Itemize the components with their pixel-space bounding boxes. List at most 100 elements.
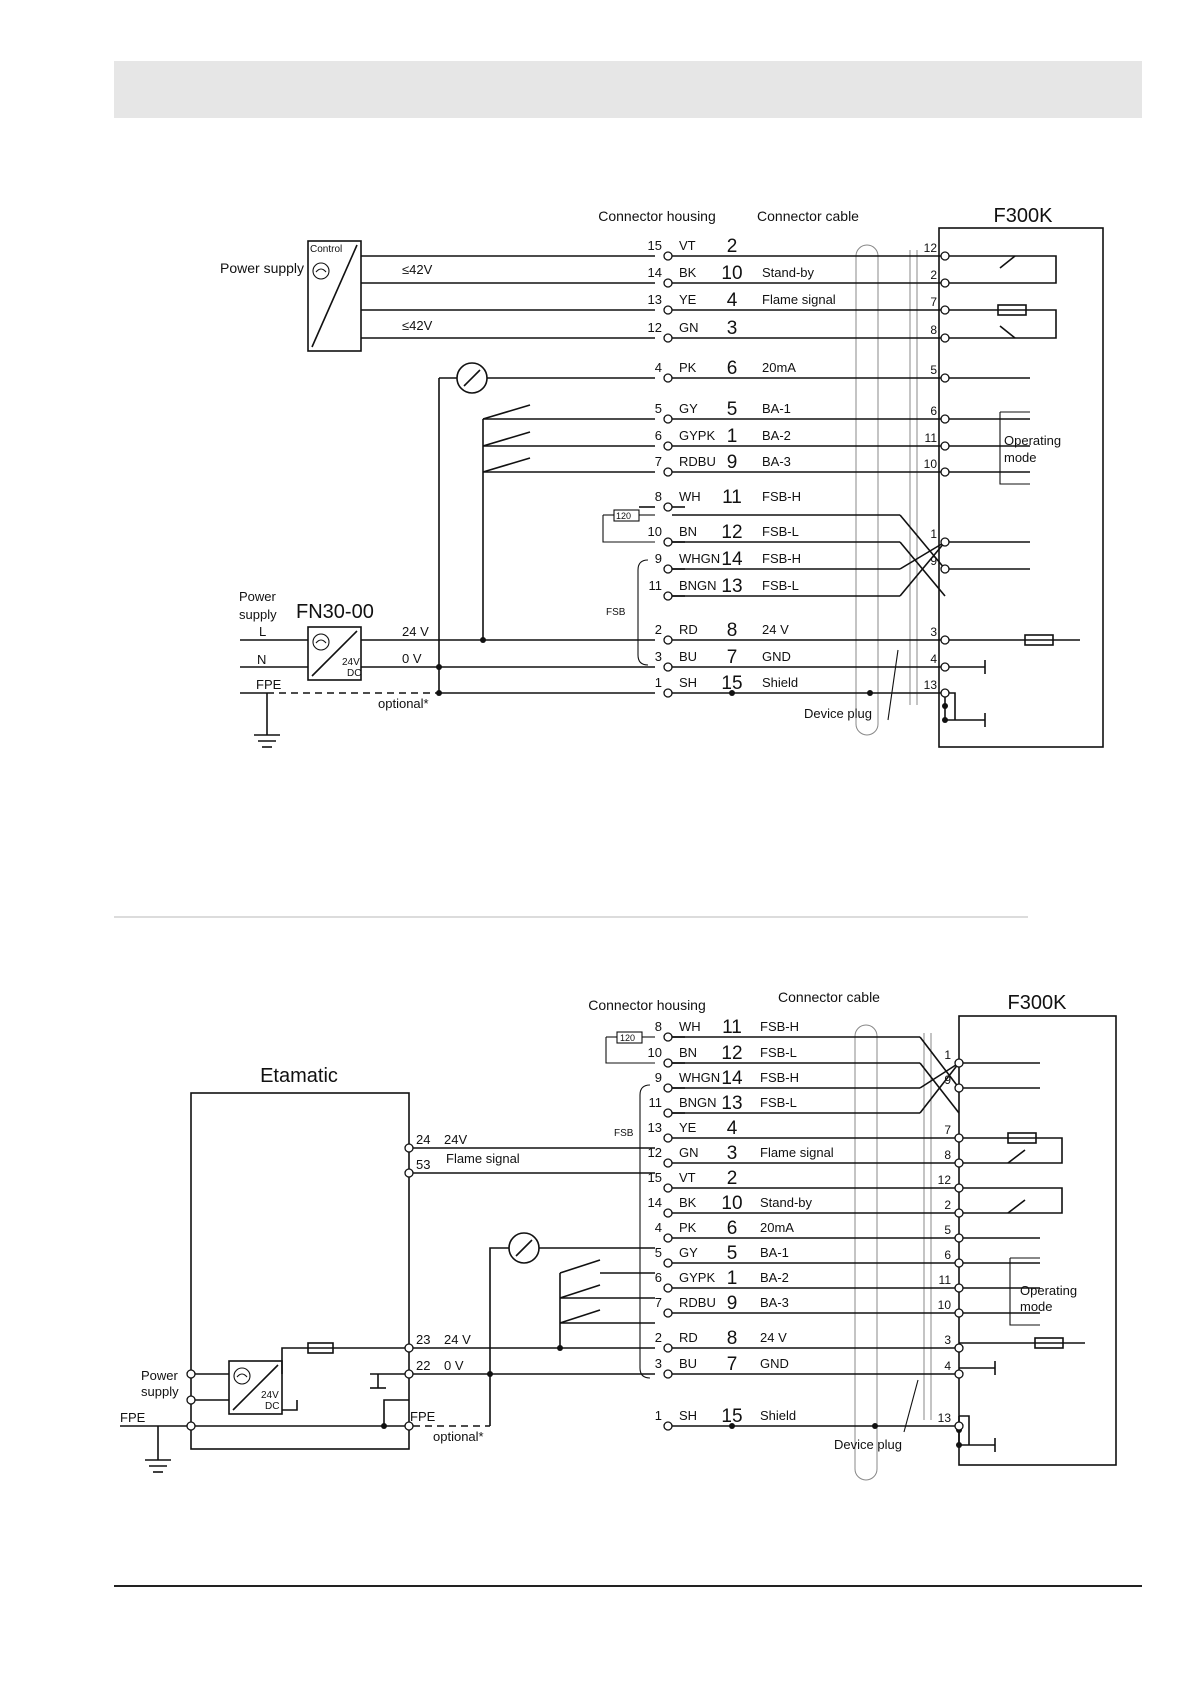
fsb-label: FSB — [606, 607, 626, 618]
voltage-label-2: ≤42V — [402, 318, 433, 333]
wire-function-label: BA-2 — [760, 1270, 789, 1285]
footer-rule — [114, 1585, 1142, 1587]
housing-pin-terminal — [663, 1058, 673, 1068]
shield-junction — [729, 1423, 735, 1429]
control-power-supply-box — [307, 240, 362, 352]
device-pin-terminal — [940, 688, 950, 698]
fn30-power-supply-box — [307, 626, 362, 681]
housing-pin-number: 6 — [655, 1270, 662, 1285]
housing-pin-number: 15 — [648, 238, 662, 253]
device-pin-number: 4 — [944, 1359, 951, 1373]
wire-function-label: FSB-H — [760, 1019, 799, 1034]
dc-24v-label: 24V — [342, 657, 360, 668]
housing-pin-number: 9 — [655, 551, 662, 566]
etamatic-terminal-pin: 53 — [416, 1157, 430, 1172]
housing-pin-terminal — [663, 1233, 673, 1243]
wire-color-code: GN — [679, 320, 699, 335]
cable-wire-number: 8 — [727, 1328, 738, 1349]
device-pin-terminal — [954, 1058, 964, 1068]
housing-pin-number: 2 — [655, 622, 662, 637]
housing-pin-number: 10 — [648, 524, 662, 539]
etamatic-terminal-label: 24V — [444, 1132, 467, 1147]
etamatic-power-supply-line2: supply — [141, 1384, 179, 1399]
wire-color-code: RD — [679, 622, 698, 637]
cable-wire-number: 11 — [722, 487, 742, 508]
housing-pin-terminal — [663, 1208, 673, 1218]
device-pin-terminal — [940, 441, 950, 451]
housing-pin-number: 9 — [655, 1070, 662, 1085]
etamatic-box — [190, 1092, 410, 1450]
power-supply-2-line2: supply — [239, 607, 277, 622]
wire-function-label: GND — [760, 1356, 789, 1371]
cable-wire-number: 14 — [721, 549, 743, 570]
wire-color-code: BN — [679, 1045, 697, 1060]
device-pin-terminal — [954, 1343, 964, 1353]
cable-wire-number: 4 — [727, 1118, 738, 1139]
wire-color-code: YE — [679, 292, 697, 307]
etamatic-terminal-pin: 22 — [416, 1358, 430, 1373]
device-plug-label: Device plug — [804, 706, 872, 721]
wire-function-label: BA-3 — [760, 1295, 789, 1310]
fpe-label-2: FPE — [120, 1410, 146, 1425]
page-header-bar — [114, 61, 1142, 118]
connector-cable-label-2: Connector cable — [778, 989, 880, 1005]
wire-color-code: BN — [679, 524, 697, 539]
shield-junction — [867, 690, 873, 696]
housing-pin-number: 11 — [649, 1095, 663, 1110]
housing-pin-number: 2 — [655, 1330, 662, 1345]
housing-pin-terminal — [663, 1158, 673, 1168]
device-pin-number: 7 — [944, 1123, 951, 1137]
wire-color-code: GYPK — [679, 1270, 715, 1285]
device-pin-number: 5 — [930, 363, 937, 377]
housing-pin-number: 14 — [648, 1195, 662, 1210]
wire-color-code: PK — [679, 1220, 697, 1235]
device-pin-terminal — [940, 305, 950, 315]
housing-pin-terminal — [663, 1183, 673, 1193]
wire-color-code: RD — [679, 1330, 698, 1345]
device-pin-terminal — [954, 1369, 964, 1379]
wire-function-label: Shield — [762, 675, 798, 690]
control-label: Control — [310, 244, 342, 255]
resistor-label-2: 120 — [620, 1033, 635, 1043]
housing-pin-terminal — [663, 1343, 673, 1353]
device-pin-number: 13 — [924, 678, 938, 692]
housing-pin-number: 6 — [655, 428, 662, 443]
operating-mode-line2-2: mode — [1020, 1299, 1053, 1314]
device-pin-terminal — [940, 373, 950, 383]
cable-wire-number: 3 — [727, 1143, 738, 1164]
device-pin-terminal — [954, 1421, 964, 1431]
housing-pin-number: 7 — [655, 1295, 662, 1310]
device-pin-number: 13 — [938, 1411, 952, 1425]
etamatic-terminal-label: Flame signal — [446, 1151, 520, 1166]
device-pin-terminal — [940, 662, 950, 672]
f300k-title-2: F300K — [1008, 992, 1068, 1014]
wire-color-code: BK — [679, 265, 697, 280]
etamatic-power-supply-box — [228, 1360, 283, 1415]
voltage-label-1: ≤42V — [402, 262, 433, 277]
wire-color-code: GYPK — [679, 428, 715, 443]
housing-pin-terminal — [663, 1258, 673, 1268]
device-pin-number: 4 — [930, 652, 937, 666]
device-pin-number: 8 — [930, 323, 937, 337]
housing-pin-number: 14 — [648, 265, 662, 280]
etamatic-power-supply-line1: Power — [141, 1368, 179, 1383]
cable-wire-number: 2 — [727, 1168, 738, 1189]
connector-housing-label-2: Connector housing — [588, 997, 706, 1013]
wire-color-code: VT — [679, 238, 696, 253]
v24-label: 24 V — [402, 624, 429, 639]
housing-pin-number: 1 — [655, 1408, 662, 1423]
wire-color-code: SH — [679, 1408, 697, 1423]
fpe-terminal-label: FPE — [410, 1409, 436, 1424]
f300k-device-box — [938, 227, 1104, 748]
